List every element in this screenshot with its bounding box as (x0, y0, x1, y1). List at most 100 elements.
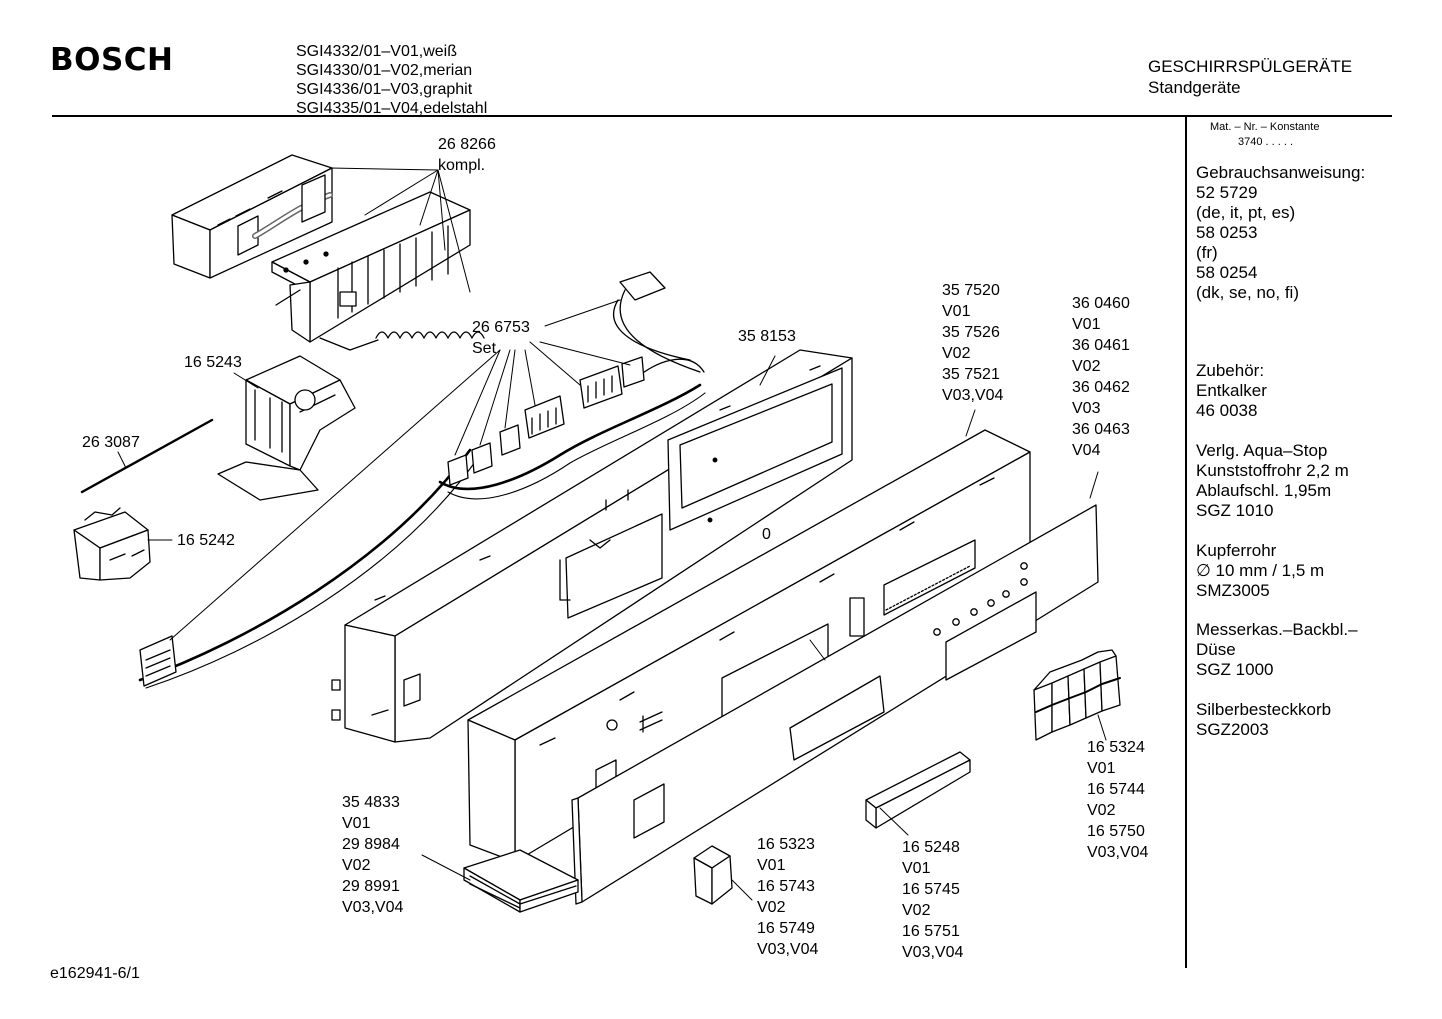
part-number: 26 8266 (438, 136, 496, 153)
part-number: 35 7520 (942, 282, 1000, 299)
manual-line: (de, it, pt, es) (1196, 203, 1296, 222)
part-variant: V02 (757, 899, 786, 916)
part-variant: V02 (1072, 358, 1101, 375)
part-variant: V02 (902, 902, 931, 919)
part-number: 16 5324 (1087, 739, 1145, 756)
part-variant: V03,V04 (1087, 844, 1149, 861)
category-title: GESCHIRRSPÜLGERÄTE (1148, 57, 1353, 76)
model-item: SGI4332/01–V01,weiß (296, 43, 457, 60)
manual-line: (dk, se, no, fi) (1196, 283, 1299, 302)
label-part-165248: 16 5248 V01 16 5745 V02 16 5751 V03,V04 (902, 837, 963, 963)
control-module-part (171, 154, 485, 351)
part-variant: V01 (1087, 760, 1116, 777)
nozzle-block: Messerkas.–Backbl.– Düse SGZ 1000 (1196, 620, 1358, 680)
label-part-266753: 26 6753 Set (472, 317, 530, 359)
manual-line: 52 5729 (1196, 183, 1258, 202)
part-variant: V03,V04 (942, 387, 1004, 404)
model-list: SGI4332/01–V01,weiß SGI4330/01–V02,meria… (296, 42, 487, 118)
label-part-354833: 35 4833 V01 29 8984 V02 29 8991 V03,V04 (342, 792, 403, 918)
part-variant: V01 (342, 815, 371, 832)
copper-line: Kupferrohr (1196, 541, 1277, 560)
accessory-line: Entkalker (1196, 381, 1267, 400)
part-variant: V01 (942, 303, 971, 320)
label-part-165324: 16 5324 V01 16 5744 V02 16 5750 V03,V04 (1087, 737, 1148, 863)
copper-line: ∅ 10 mm / 1,5 m (1196, 561, 1325, 580)
part-number: 36 0462 (1072, 379, 1130, 396)
manual-line: Gebrauchsanweisung: (1196, 163, 1366, 182)
inner-panel-part (467, 429, 1031, 863)
part-note: kompl. (438, 157, 486, 174)
control-panel-frame-part (331, 349, 853, 743)
part-variant: V01 (1072, 316, 1101, 333)
model-item: SGI4330/01–V02,merian (296, 62, 473, 79)
aquastop-line: Ablaufschl. 1,95m (1196, 481, 1332, 500)
part-number: 16 5743 (757, 878, 815, 895)
label-part-360460: 36 0460 V01 36 0461 V02 36 0462 V03 36 0… (1072, 293, 1130, 461)
basket-block: Silberbesteckkorb SGZ2003 (1196, 700, 1331, 740)
door-lock-part (217, 355, 356, 501)
model-item: SGI4336/01–V03,graphit (296, 81, 473, 98)
part-variant: V02 (1087, 802, 1116, 819)
part-number: 16 5750 (1087, 823, 1145, 840)
part-note: Set (472, 340, 497, 357)
single-button-part (693, 845, 733, 905)
basket-line: Silberbesteckkorb (1196, 700, 1332, 719)
model-item: SGI4335/01–V04,edelstahl (296, 100, 488, 117)
nozzle-line: SGZ 1000 (1196, 660, 1274, 679)
nozzle-line: Messerkas.–Backbl.– (1196, 620, 1358, 639)
part-number: 16 5749 (757, 920, 815, 937)
label-part-263087: 26 3087 (82, 432, 140, 453)
label-part-358153: 35 8153 (738, 326, 796, 347)
part-number: 16 5744 (1087, 781, 1145, 798)
manual-line: 58 0253 (1196, 223, 1258, 242)
bowden-cable-part (80, 418, 214, 494)
accessories-block: Zubehör: Entkalker 46 0038 (1196, 361, 1267, 421)
manual-line: 58 0254 (1196, 263, 1258, 282)
accessory-line: 46 0038 (1196, 401, 1258, 420)
document-code: e162941-6/1 (50, 965, 140, 982)
indicator-strip-part (865, 751, 971, 829)
leader-lines (117, 167, 1107, 901)
push-button-set-part (1033, 649, 1121, 741)
manual-block: Gebrauchsanweisung: 52 5729 (de, it, pt,… (1196, 163, 1365, 303)
header-divider (52, 115, 1392, 117)
part-number: 16 5242 (177, 532, 235, 549)
matnr-value: 3740 . . . . . (1238, 136, 1294, 148)
sidebar-divider (1185, 116, 1187, 968)
brand-logo: BOSCH (50, 42, 174, 78)
aquastop-line: SGZ 1010 (1196, 501, 1274, 520)
part-variant: V02 (342, 857, 371, 874)
part-variant: V03,V04 (757, 941, 819, 958)
zero-marker: 0 (762, 526, 771, 543)
part-number: 26 3087 (82, 434, 140, 451)
part-number: 26 6753 (472, 319, 530, 336)
lock-switch-part (73, 507, 151, 581)
label-part-357520: 35 7520 V01 35 7526 V02 35 7521 V03,V04 (942, 280, 1003, 406)
part-variant: V03,V04 (902, 944, 964, 961)
accessory-line: Zubehör: (1196, 361, 1265, 380)
part-number: 35 8153 (738, 328, 796, 345)
part-variant: V02 (942, 345, 971, 362)
part-number: 16 5243 (184, 354, 242, 371)
aquastop-block: Verlg. Aqua–Stop Kunststoffrohr 2,2 m Ab… (1196, 441, 1349, 521)
part-number: 16 5248 (902, 839, 960, 856)
seal-pad-part (463, 849, 579, 913)
part-variant: V01 (757, 857, 786, 874)
part-number: 16 5745 (902, 881, 960, 898)
copper-line: SMZ3005 (1196, 581, 1270, 600)
copper-block: Kupferrohr ∅ 10 mm / 1,5 m SMZ3005 (1196, 541, 1324, 601)
part-variant: V03 (1072, 400, 1101, 417)
part-number: 35 7526 (942, 324, 1000, 341)
part-number: 29 8991 (342, 878, 400, 895)
basket-line: SGZ2003 (1196, 720, 1269, 739)
part-number: 35 4833 (342, 794, 400, 811)
part-number: 36 0460 (1072, 295, 1130, 312)
label-part-165242: 16 5242 (177, 530, 235, 551)
category-subtitle: Standgeräte (1148, 78, 1241, 97)
part-number: 35 7521 (942, 366, 1000, 383)
label-part-165243: 16 5243 (184, 352, 242, 373)
aquastop-line: Kunststoffrohr 2,2 m (1196, 461, 1349, 480)
part-number: 16 5751 (902, 923, 960, 940)
aquastop-line: Verlg. Aqua–Stop (1196, 441, 1328, 460)
matnr-label: Mat. – Nr. – Konstante (1210, 121, 1320, 133)
